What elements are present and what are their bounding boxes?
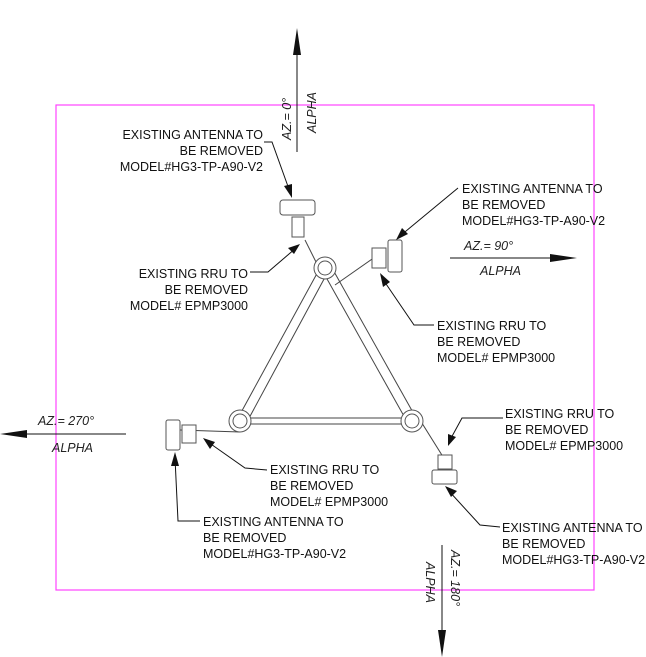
leader-lines [171, 141, 503, 528]
callout-rru-west: EXISTING RRU TO BE REMOVED MODEL# EPMP30… [270, 463, 388, 509]
azimuth-south: AZ.= 180° ALPHA [423, 545, 462, 657]
svg-text:EXISTING ANTENNA TO: EXISTING ANTENNA TO [203, 515, 344, 529]
rru-south [437, 454, 453, 470]
callout-antenna-west: EXISTING ANTENNA TO BE REMOVED MODEL#HG3… [203, 515, 346, 561]
sector-label-south: ALPHA [423, 561, 437, 603]
antenna-north [279, 199, 316, 216]
arrow-right-icon [550, 254, 577, 262]
arrow-left-icon [0, 430, 27, 438]
svg-text:EXISTING RRU TO: EXISTING RRU TO [270, 463, 380, 477]
antenna-south [431, 469, 458, 485]
svg-text:EXISTING ANTENNA TO: EXISTING ANTENNA TO [462, 182, 603, 196]
rru-west [181, 424, 197, 444]
svg-text:MODEL# EPMP3000: MODEL# EPMP3000 [437, 351, 555, 365]
az-label-south: AZ.= 180° [448, 549, 462, 606]
svg-text:MODEL#HG3-TP-A90-V2: MODEL#HG3-TP-A90-V2 [502, 553, 645, 567]
az-label-west: AZ.= 270° [37, 414, 94, 428]
svg-text:EXISTING RRU TO: EXISTING RRU TO [437, 319, 547, 333]
callout-rru-east: EXISTING RRU TO BE REMOVED MODEL# EPMP30… [437, 319, 555, 365]
azimuth-west: AZ.= 270° ALPHA [0, 414, 126, 455]
arrow-down-icon [438, 630, 446, 657]
az-label-east: AZ.= 90° [463, 239, 513, 253]
svg-text:EXISTING ANTENNA TO: EXISTING ANTENNA TO [122, 128, 263, 142]
svg-text:MODEL# EPMP3000: MODEL# EPMP3000 [130, 299, 248, 313]
svg-text:BE REMOVED: BE REMOVED [462, 198, 545, 212]
sector-label-north: ALPHA [305, 92, 319, 134]
sector-label-west: ALPHA [51, 441, 93, 455]
svg-text:EXISTING RRU TO: EXISTING RRU TO [139, 267, 249, 281]
callout-antenna-south: EXISTING ANTENNA TO BE REMOVED MODEL#HG3… [502, 521, 645, 567]
svg-text:BE REMOVED: BE REMOVED [270, 479, 353, 493]
svg-text:EXISTING RRU TO: EXISTING RRU TO [505, 407, 615, 421]
rru-east [371, 247, 387, 269]
azimuth-north: AZ.= 0° ALPHA [280, 28, 319, 152]
callout-antenna-north: EXISTING ANTENNA TO BE REMOVED MODEL#HG3… [120, 128, 263, 174]
svg-text:BE REMOVED: BE REMOVED [203, 531, 286, 545]
svg-text:MODEL# EPMP3000: MODEL# EPMP3000 [270, 495, 388, 509]
arrow-up-icon [293, 28, 301, 55]
svg-text:BE REMOVED: BE REMOVED [502, 537, 585, 551]
azimuth-east: AZ.= 90° ALPHA [450, 239, 577, 278]
antenna-west [165, 419, 181, 451]
svg-text:BE REMOVED: BE REMOVED [437, 335, 520, 349]
tower-frame [179, 239, 446, 461]
svg-text:MODEL#HG3-TP-A90-V2: MODEL#HG3-TP-A90-V2 [203, 547, 346, 561]
sector-label-east: ALPHA [479, 264, 521, 278]
svg-text:MODEL# EPMP3000: MODEL# EPMP3000 [505, 439, 623, 453]
boundary-rectangle [55, 104, 595, 591]
svg-text:MODEL#HG3-TP-A90-V2: MODEL#HG3-TP-A90-V2 [462, 214, 605, 228]
svg-text:BE REMOVED: BE REMOVED [180, 144, 263, 158]
svg-text:MODEL#HG3-TP-A90-V2: MODEL#HG3-TP-A90-V2 [120, 160, 263, 174]
callout-rru-north: EXISTING RRU TO BE REMOVED MODEL# EPMP30… [130, 267, 248, 313]
callout-antenna-east: EXISTING ANTENNA TO BE REMOVED MODEL#HG3… [462, 182, 605, 228]
svg-text:EXISTING ANTENNA TO: EXISTING ANTENNA TO [502, 521, 643, 535]
antenna-east [387, 239, 403, 273]
az-label-north: AZ.= 0° [280, 98, 294, 141]
rru-north [291, 216, 305, 238]
svg-text:BE REMOVED: BE REMOVED [505, 423, 588, 437]
callout-rru-south: EXISTING RRU TO BE REMOVED MODEL# EPMP30… [505, 407, 623, 453]
svg-text:BE REMOVED: BE REMOVED [165, 283, 248, 297]
